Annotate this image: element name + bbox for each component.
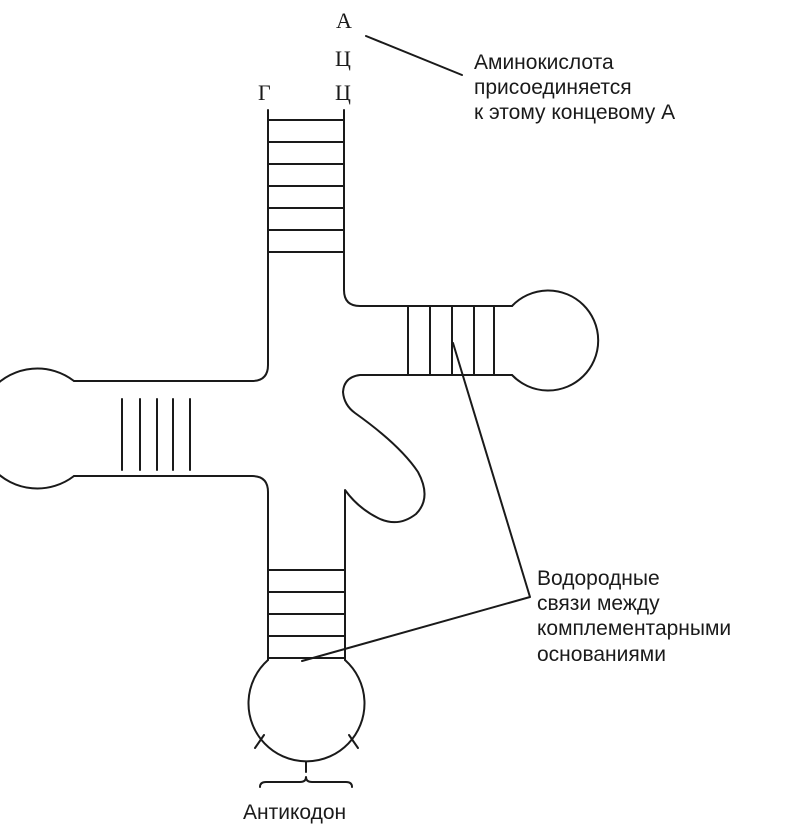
d-loop xyxy=(0,367,75,490)
trna-body-outline xyxy=(73,289,513,661)
anticodon-ticks xyxy=(254,734,359,773)
hydrogen-bonds-pointer xyxy=(301,342,531,662)
hydrogen-bonds-line-3: комплементарными xyxy=(537,617,732,641)
amino-acid-line-1: Аминокислота xyxy=(474,51,614,74)
amino-acid-pointer xyxy=(365,35,463,76)
anticodon-label: Антикодон xyxy=(243,801,347,824)
amino-acid-line-2: присоединяется xyxy=(474,76,632,100)
nucleotide-g: Г xyxy=(258,80,271,105)
d-arm-stem xyxy=(121,398,191,471)
acceptor-stem xyxy=(267,109,345,291)
amino-acid-line-3: к этому концевому А xyxy=(474,101,676,125)
nucleotide-c1: Ц xyxy=(335,46,351,71)
nucleotide-a: А xyxy=(336,8,352,33)
nucleotide-c2: Ц xyxy=(335,80,351,105)
anticodon-bracket xyxy=(259,776,353,788)
hydrogen-bonds-line-2: связи между xyxy=(537,592,660,616)
hydrogen-bonds-line-1: Водородные xyxy=(537,567,660,590)
hydrogen-bonds-label: Водородные связи между комплементарными … xyxy=(537,566,731,667)
t-loop xyxy=(511,289,600,392)
hydrogen-bonds-line-4: основаниями xyxy=(537,642,666,666)
anticodon-stem xyxy=(267,569,346,659)
anticodon-loop xyxy=(247,659,366,763)
amino-acid-label: Аминокислота присоединяется к этому конц… xyxy=(474,50,675,126)
t-arm-stem xyxy=(407,305,495,376)
